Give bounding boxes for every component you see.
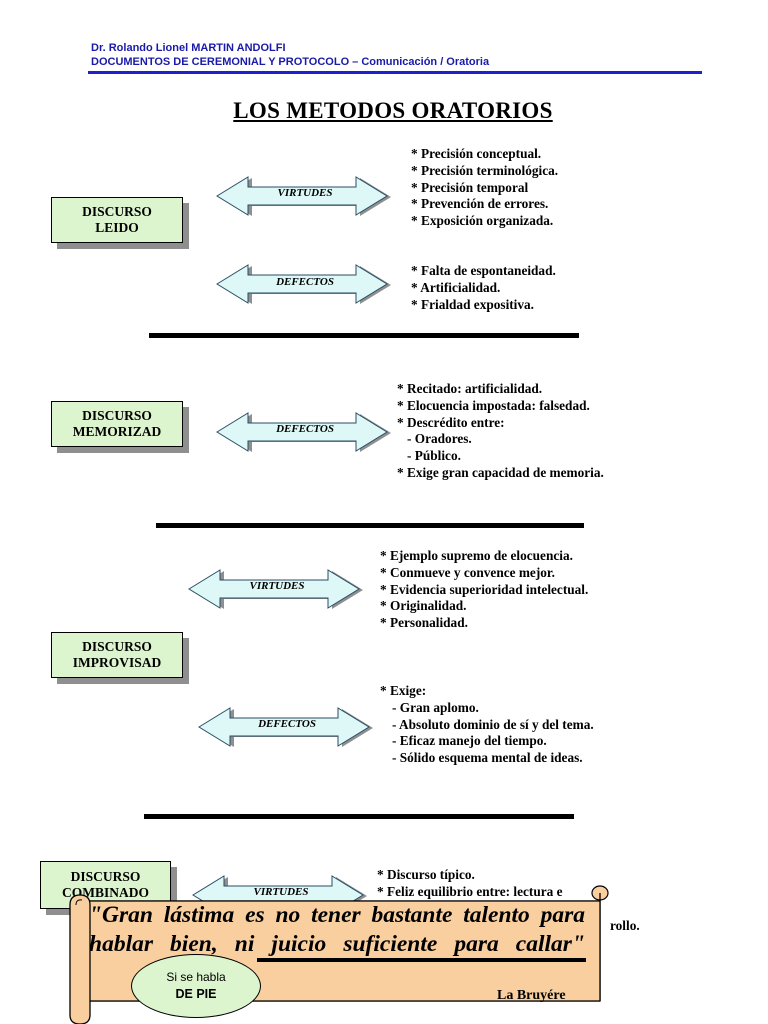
box-discurso-leido: DISCURSO LEIDO	[51, 197, 183, 243]
list-item: - Gran aplomo.	[392, 699, 479, 715]
list-item: * Feliz equilibrio entre: lectura e	[377, 883, 563, 899]
box-line-1: DISCURSO	[82, 204, 152, 219]
list-item: - Eficaz manejo del tiempo.	[392, 733, 547, 749]
defectos-leido-list: * Falta de espontaneidad. * Artificialid…	[411, 263, 556, 313]
list-item: - Público.	[407, 448, 461, 464]
list-item: * Precisión conceptual.	[411, 146, 542, 161]
box-line-1: DISCURSO	[82, 639, 152, 654]
defectos-improvisado-list: * Exige: - Gran aplomo. - Absoluto domin…	[380, 683, 594, 767]
arrow-label: VIRTUDES	[253, 886, 309, 898]
list-item: * Exige:	[380, 683, 427, 698]
defectos-memorizado-list: * Recitado: artificialidad. * Elocuencia…	[397, 381, 604, 482]
arrow-label: DEFECTOS	[276, 423, 334, 435]
list-item: - Absoluto dominio de sí y del tema.	[392, 716, 594, 732]
quote-underline	[257, 958, 586, 962]
list-item: * Descrédito entre:	[397, 414, 505, 430]
arrow-virtudes-combinado: VIRTUDES	[190, 873, 372, 917]
callout-oval: Si se habla DE PIE	[131, 954, 261, 1018]
partial-list-item: rollo.	[610, 918, 640, 933]
arrow-label: DEFECTOS	[258, 718, 316, 730]
box-line-2: IMPROVISAD	[72, 655, 162, 670]
box-line-1: DISCURSO	[70, 869, 141, 884]
list-item: * Exposición organizada.	[411, 213, 554, 229]
section-separator	[144, 814, 574, 819]
list-item: * Artificialidad.	[411, 279, 501, 295]
list-item: * Recitado: artificialidad.	[397, 381, 543, 396]
list-item: * Exige gran capacidad de memoria.	[397, 464, 604, 480]
oval-line-1: Si se habla	[166, 970, 226, 984]
list-item: - Sólido esquema mental de ideas.	[392, 750, 583, 766]
list-item: * Frialdad expositiva.	[411, 296, 535, 312]
list-item: * Precisión temporal	[411, 179, 529, 195]
box-discurso-improvisado: DISCURSO IMPROVISAD	[51, 632, 183, 678]
arrow-virtudes-leido: VIRTUDES	[214, 174, 396, 218]
virtudes-combinado-list: * Discurso típico. * Feliz equilibrio en…	[377, 867, 563, 901]
arrow-defectos-memorizado: DEFECTOS	[214, 410, 396, 454]
quote-text: "Gran lástima es no tener bastante talen…	[89, 902, 585, 957]
list-item: * Evidencia superioridad intelectual.	[380, 581, 589, 597]
list-item: * Discurso típico.	[377, 867, 475, 882]
list-item: * Personalidad.	[380, 615, 468, 631]
section-separator	[156, 523, 584, 528]
list-item: * Originalidad.	[380, 598, 467, 614]
section-separator	[149, 333, 579, 338]
list-item: * Ejemplo supremo de elocuencia.	[380, 548, 573, 563]
list-item: * Precisión terminológica.	[411, 162, 559, 178]
header-rule	[88, 71, 702, 74]
box-line-1: DISCURSO	[82, 408, 152, 423]
arrow-label: VIRTUDES	[249, 580, 305, 592]
virtudes-improvisado-list: * Ejemplo supremo de elocuencia. * Conmu…	[380, 548, 588, 632]
box-line-2: MEMORIZAD	[72, 424, 162, 439]
arrow-label: VIRTUDES	[277, 187, 333, 199]
list-item: * Conmueve y convence mejor.	[380, 564, 555, 580]
oval-line-2: DE PIE	[175, 987, 217, 1001]
arrow-virtudes-improvisado: VIRTUDES	[186, 567, 368, 611]
list-item: * Prevención de errores.	[411, 196, 549, 212]
header-subtitle: DOCUMENTOS DE CEREMONIAL Y PROTOCOLO – C…	[91, 56, 490, 68]
box-discurso-memorizado: DISCURSO MEMORIZAD	[51, 401, 183, 447]
arrow-label: DEFECTOS	[276, 276, 334, 288]
box-line-2: LEIDO	[95, 220, 139, 235]
virtudes-leido-list: * Precisión conceptual. * Precisión term…	[411, 146, 558, 230]
list-item: * Falta de espontaneidad.	[411, 263, 556, 278]
arrow-defectos-improvisado: DEFECTOS	[196, 705, 378, 749]
list-item: - Oradores.	[407, 431, 472, 447]
page-title: LOS METODOS ORATORIOS	[233, 98, 553, 123]
quote-author: La Bruyére	[497, 988, 566, 1003]
list-item: * Elocuencia impostada: falsedad.	[397, 397, 590, 413]
arrow-defectos-leido: DEFECTOS	[214, 262, 396, 306]
header-author: Dr. Rolando Lionel MARTIN ANDOLFI	[91, 42, 286, 54]
